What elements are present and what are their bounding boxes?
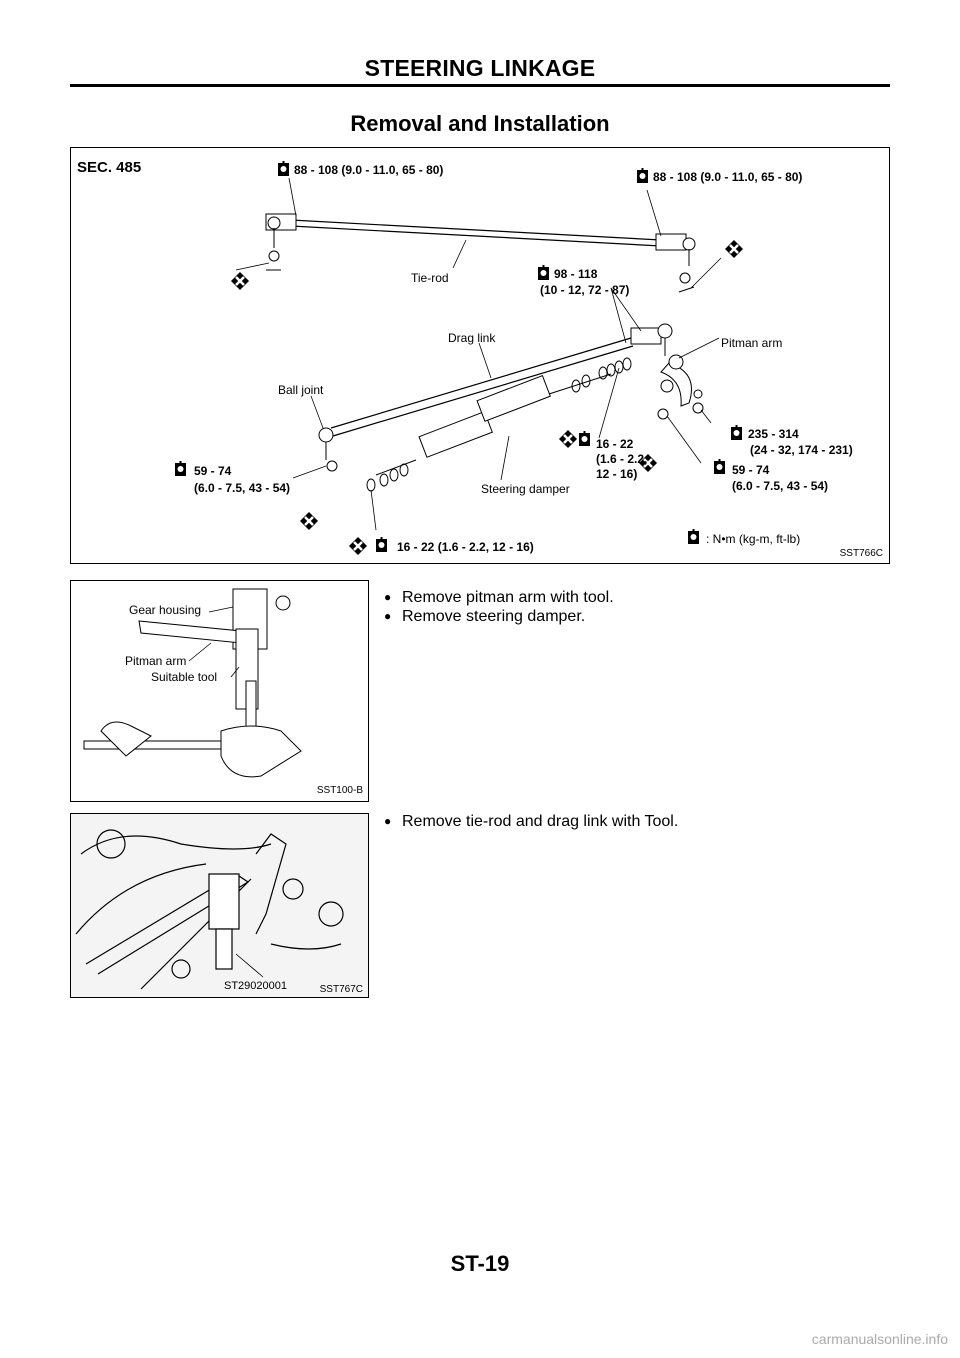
page-number: ST-19 [450,1251,510,1276]
torque-pitman-b: (24 - 32, 174 - 231) [750,443,853,457]
tie-rod-removal-photo: ST29020001 SST767C [70,813,369,998]
torque-ball-joint-a: 59 - 74 [194,464,232,478]
torque-drag-link-b: (10 - 12, 72 - 87) [540,283,629,297]
label-drag-link: Drag link [448,331,496,345]
label-tool-number: ST29020001 [224,980,287,992]
label-ball-joint: Ball joint [278,383,324,397]
section-label: SEC. 485 [77,159,141,176]
torque-damper-b: (1.6 - 2.2, [596,452,647,466]
header-rule [70,84,890,87]
section-title: Removal and Installation [350,111,610,136]
torque-tierod-left: 88 - 108 (9.0 - 11.0, 65 - 80) [294,163,443,177]
torque-damper-bottom: 16 - 22 (1.6 - 2.2, 12 - 16) [397,540,534,554]
step-item: Remove pitman arm with tool. [383,588,614,607]
label-steering-damper: Steering damper [481,482,570,496]
page-header: STEERING LINKAGE [364,55,596,81]
figure-code: SST766C [840,548,883,559]
label-pitman-arm: Pitman arm [721,336,782,350]
torque-tierod-right: 88 - 108 (9.0 - 11.0, 65 - 80) [653,170,802,184]
label-suitable-tool: Suitable tool [151,670,217,684]
torque-damper-a: 16 - 22 [596,437,634,451]
label-tie-rod: Tie-rod [411,271,449,285]
torque-legend: : N•m (kg-m, ft-lb) [706,532,800,546]
torque-damper-c: 12 - 16) [596,467,637,481]
torque-pitman-joint-b: (6.0 - 7.5, 43 - 54) [732,479,828,493]
steps-list-1: Remove pitman arm with tool. Remove stee… [383,588,614,626]
step-item: Remove tie-rod and drag link with Tool. [383,812,678,831]
figure-code: SST767C [320,984,363,995]
steering-linkage-diagram: SEC. 485 [70,147,890,564]
torque-pitman-a: 235 - 314 [748,427,799,441]
pitman-arm-removal-figure: Gear housing Pitman arm Suitable tool SS… [70,580,369,802]
torque-drag-link-a: 98 - 118 [554,267,598,281]
torque-ball-joint-b: (6.0 - 7.5, 43 - 54) [194,481,290,495]
watermark: carmanualsonline.info [811,1331,948,1347]
label-gear-housing: Gear housing [129,603,201,617]
label-pitman-arm: Pitman arm [125,654,186,668]
figure-code: SST100-B [317,785,363,796]
torque-pitman-joint-a: 59 - 74 [732,463,770,477]
steps-list-2: Remove tie-rod and drag link with Tool. [383,812,678,831]
step-item: Remove steering damper. [383,607,614,626]
